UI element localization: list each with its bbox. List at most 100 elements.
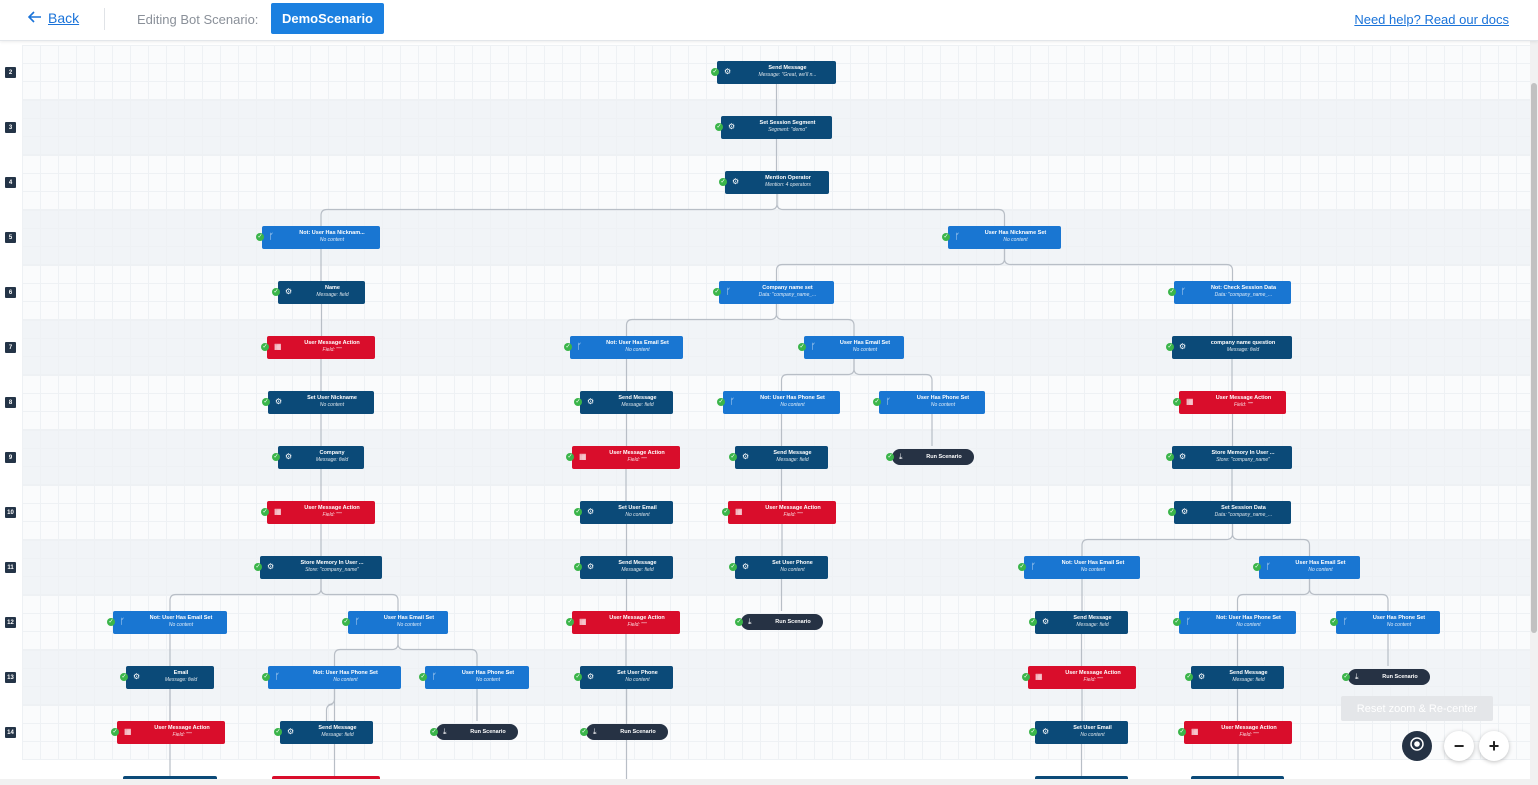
check-icon: ✓ — [261, 343, 269, 351]
flow-node-partial[interactable] — [272, 776, 380, 779]
back-button[interactable]: Back — [27, 10, 80, 26]
node-subtitle: Message: field — [315, 457, 349, 463]
connector-line — [333, 633, 399, 666]
gears-icon: ⚙ — [724, 67, 732, 76]
gears-icon: ⚙ — [587, 507, 595, 516]
node-title: Not: User Has Phone Set — [760, 395, 825, 401]
flow-node[interactable]: ✓⤓Run Scenario — [735, 614, 823, 630]
node-title: User Has Nickname Set — [984, 230, 1047, 236]
flow-node[interactable]: ✓⚙Store Memory In User ...Store: "compan… — [1166, 445, 1292, 469]
flow-node-partial[interactable] — [123, 776, 217, 779]
node-title: Email — [173, 670, 189, 676]
node-subtitle: Message: field — [776, 457, 809, 463]
header-divider — [104, 8, 105, 30]
check-icon: ✓ — [430, 728, 438, 736]
zoom-out-button[interactable]: − — [1444, 731, 1474, 761]
check-icon: ✓ — [564, 343, 572, 351]
flow-node[interactable]: ✓⤓Run Scenario — [430, 724, 518, 740]
flow-node[interactable]: ✓⤓Run Scenario — [886, 449, 974, 465]
check-icon: ✓ — [574, 673, 582, 681]
back-label: Back — [48, 10, 80, 26]
connector-line — [853, 358, 933, 391]
node-title: User Message Action — [765, 505, 821, 511]
row-number: 3 — [5, 122, 16, 133]
node-title: Company name set — [762, 285, 813, 291]
connector-line — [1236, 578, 1311, 611]
node-title: company name question — [1210, 340, 1276, 346]
horizontal-scrollbar[interactable] — [0, 779, 1538, 785]
help-docs-link[interactable]: Need help? Read our docs — [1354, 12, 1509, 27]
flow-node[interactable]: ✓⤓Run Scenario — [1342, 669, 1430, 685]
check-icon: ✓ — [574, 398, 582, 406]
check-icon: ✓ — [1029, 618, 1037, 626]
vertical-scrollbar[interactable] — [1530, 41, 1538, 779]
node-subtitle: Message: field — [164, 677, 198, 683]
node-subtitle: Message: field — [1232, 677, 1265, 683]
row-number: 2 — [5, 67, 16, 78]
node-title: User Has Email Set — [1295, 560, 1346, 566]
check-icon: ✓ — [942, 233, 950, 241]
zoom-in-button[interactable]: + — [1479, 731, 1509, 761]
scrollbar-thumb[interactable] — [1531, 83, 1537, 633]
flow-node[interactable]: ✓⤓Run Scenario — [580, 724, 668, 740]
node-title: Send Message — [318, 725, 357, 731]
flow-node[interactable]: ✓⚙Store Memory In User ...Store: "compan… — [254, 555, 382, 579]
recenter-button[interactable] — [1402, 731, 1432, 761]
gears-icon: ⚙ — [1198, 672, 1206, 681]
scenario-name-button[interactable]: DemoScenario — [271, 3, 384, 34]
flow-node-partial[interactable] — [1035, 776, 1128, 779]
check-icon: ✓ — [1166, 343, 1174, 351]
flow-node-partial[interactable] — [1191, 776, 1284, 779]
branch-icon: ᚴ — [1266, 562, 1271, 571]
check-icon: ✓ — [1185, 673, 1193, 681]
gears-icon: ⚙ — [1179, 452, 1187, 461]
node-title: Set User Email — [1073, 725, 1112, 731]
row-number: 5 — [5, 232, 16, 243]
